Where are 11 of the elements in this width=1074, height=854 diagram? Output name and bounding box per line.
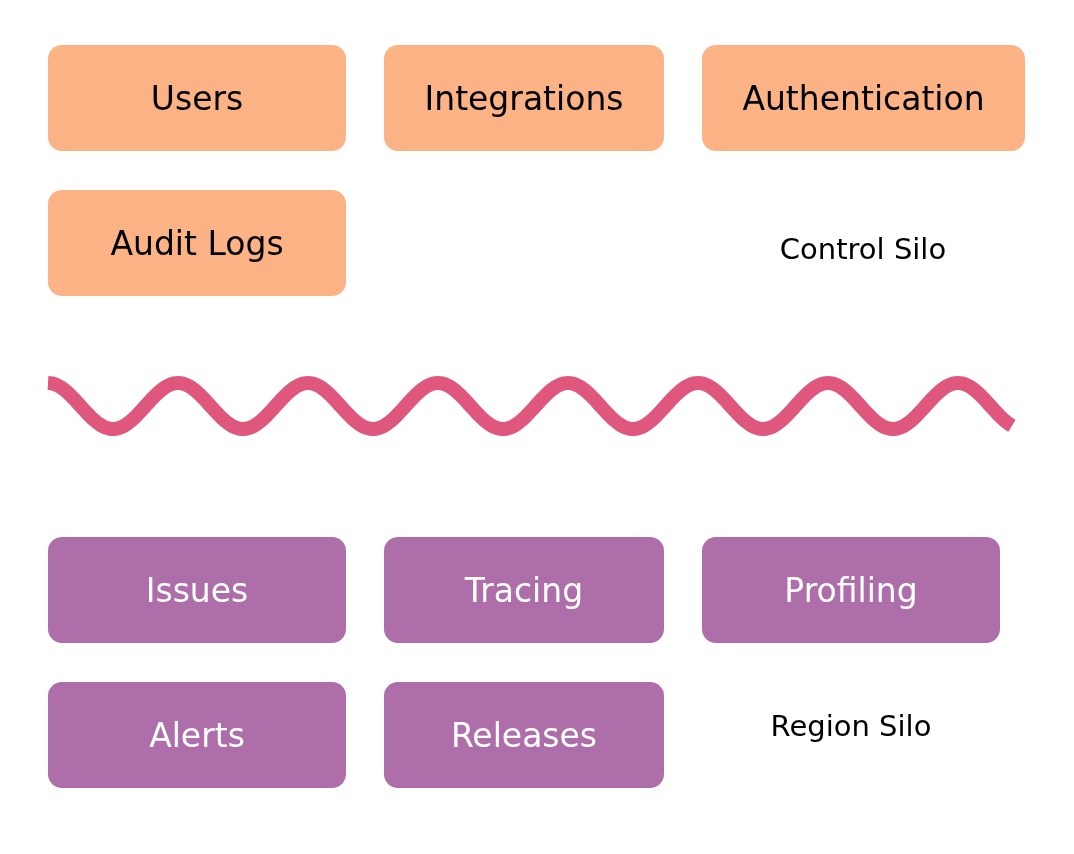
service-box: Authentication	[702, 45, 1025, 151]
service-box: Alerts	[48, 682, 346, 788]
service-box: Audit Logs	[48, 190, 346, 296]
service-box: Profiling	[702, 537, 1000, 643]
group-label: Region Silo	[770, 709, 932, 743]
service-box: Releases	[384, 682, 664, 788]
group-label: Control Silo	[779, 232, 947, 266]
service-box: Integrations	[384, 45, 664, 151]
service-box: Users	[48, 45, 346, 151]
service-box: Issues	[48, 537, 346, 643]
service-box: Tracing	[384, 537, 664, 643]
